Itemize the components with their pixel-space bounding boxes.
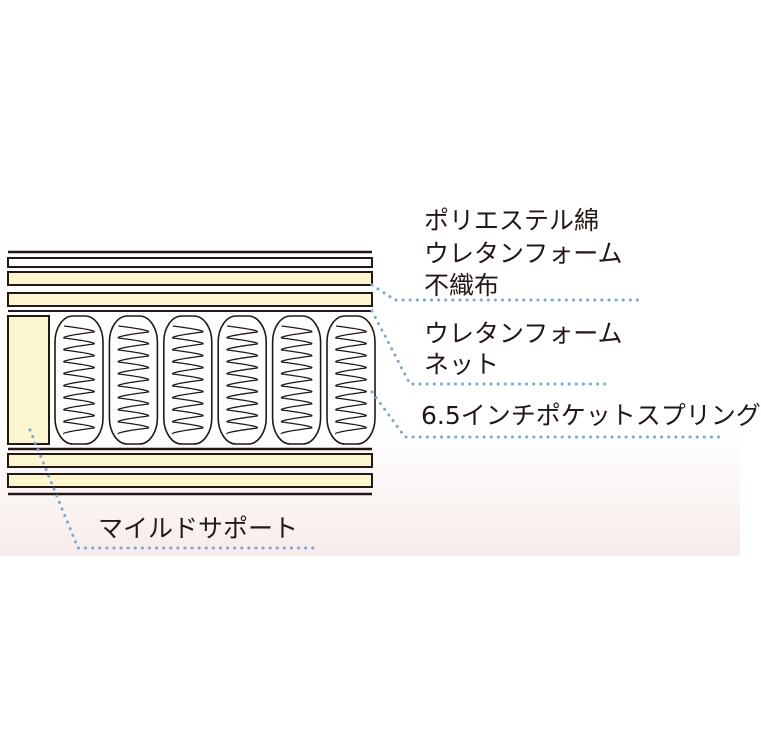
mattress-cross-section (7, 250, 722, 550)
leader-line-middle (370, 309, 612, 386)
urethane-layer-top (7, 292, 373, 307)
spring-coil (226, 325, 259, 435)
label-mild-support: マイルドサポート (98, 514, 299, 543)
spring-pocket (163, 315, 213, 445)
mattress-diagram: ポリエステル綿 ウレタンフォーム 不織布 ウレタンフォーム ネット 6.5インチ… (0, 206, 761, 556)
polyester-layer-bottom (7, 473, 373, 488)
leader-line-spring (370, 390, 722, 439)
spring-coil (335, 325, 367, 435)
polyester-layer (7, 271, 373, 286)
leader-line-top (370, 283, 642, 302)
top-thin-layer (7, 257, 373, 268)
label-urethane-top: ウレタンフォーム (424, 239, 623, 268)
spring-pocket (108, 315, 159, 445)
leader-line-mild (28, 428, 320, 550)
pocket-springs (54, 315, 376, 445)
leader-lines (28, 283, 722, 550)
urethane-layer-bottom (7, 453, 373, 468)
mild-support-block (7, 315, 50, 445)
spring-coil (63, 325, 95, 435)
spring-pocket (326, 315, 376, 445)
label-polyester: ポリエステル綿 (424, 206, 600, 235)
spring-pocket (217, 315, 267, 445)
spring-coil (280, 325, 313, 435)
label-nonwoven: 不織布 (424, 271, 500, 300)
label-net: ネット (424, 350, 500, 379)
spring-coil (117, 325, 150, 435)
label-pocket-spring: 6.5インチポケットスプリング (421, 401, 761, 430)
spring-pocket (271, 315, 322, 445)
spring-pocket (54, 315, 104, 445)
label-urethane-mid: ウレタンフォーム (424, 319, 623, 348)
bottom-layers (7, 447, 373, 496)
top-layers (7, 250, 373, 312)
spring-coil (171, 325, 204, 435)
